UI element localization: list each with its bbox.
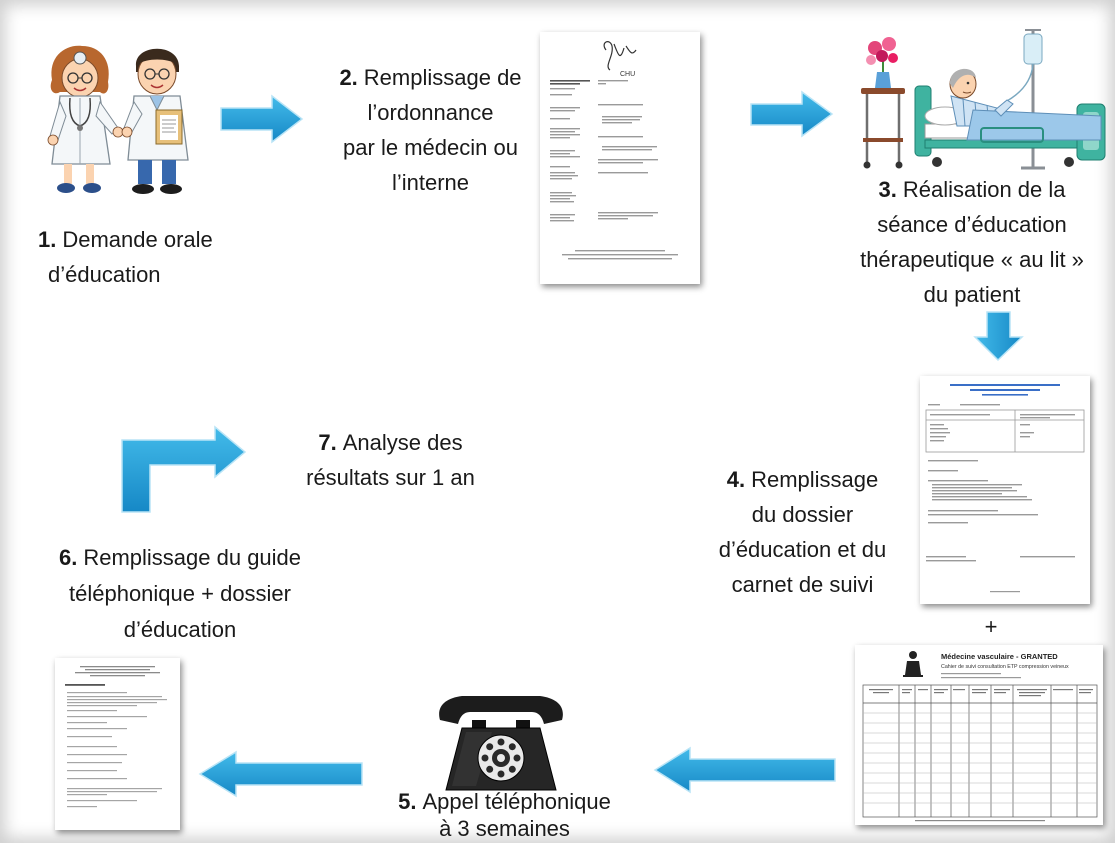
plus-sign: +	[984, 614, 998, 639]
arrow-left-step5-to-step6	[198, 750, 363, 798]
notebook-footer-line	[915, 820, 1045, 822]
male-doctor-figure	[121, 48, 189, 194]
step-3-label: 3.Réalisation de la séance d’éducation t…	[838, 172, 1106, 312]
step-number: 2.	[339, 65, 358, 90]
step-7-line-2: résultats sur 1 an	[306, 465, 475, 490]
step-4-line-4: carnet de suivi	[731, 572, 874, 597]
step-number: 6.	[58, 545, 78, 570]
step-6-line-3: d’éducation	[123, 617, 237, 642]
education-dossier-document	[920, 376, 1090, 604]
notebook-table-rows	[863, 712, 1097, 804]
notebook-subtitle: Cahier de suivi consultation ETP compres…	[941, 664, 1069, 670]
female-doctor-figure	[47, 45, 124, 193]
step-2-line-2: l’ordonnance	[367, 100, 494, 125]
follow-up-notebook-document: Médecine vasculaire - GRANTED Cahier de …	[855, 645, 1103, 825]
step-5-label: 5.Appel téléphonique à 3 semaines	[372, 788, 637, 842]
step-1-label: 1.Demande orale d’éducation	[38, 222, 268, 292]
step-5-line-2: à 3 semaines	[439, 816, 570, 841]
step-3-line-1: 3.Réalisation de la	[838, 172, 1106, 207]
step-6-label: 6.Remplissage du guide téléphonique + do…	[20, 540, 340, 648]
arrow-right-step2-to-step3	[750, 90, 834, 138]
dossier-table-frame	[925, 409, 1085, 453]
step-6-line-2: téléphonique + dossier	[69, 581, 291, 606]
step-6-line-1: 6.Remplissage du guide	[20, 540, 340, 576]
step-text: Remplissage du guide	[83, 545, 302, 570]
step-text: Analyse des	[342, 430, 463, 455]
step-3-line-4: du patient	[923, 282, 1021, 307]
step-2-label: 2.Remplissage de l’ordonnance par le méd…	[318, 60, 543, 200]
step-number: 7.	[318, 430, 337, 455]
step-number: 5.	[398, 789, 417, 814]
step-4-label: 4.Remplissage du dossier d’éducation et …	[690, 462, 915, 602]
step-text: Remplissage	[751, 467, 879, 492]
bedside-table	[861, 37, 905, 169]
rotary-dial-holes	[481, 738, 521, 778]
guide-header-lines	[75, 666, 160, 677]
step-4-line-3: d’éducation et du	[718, 537, 887, 562]
chu-logo: CHU	[603, 41, 637, 78]
step-7-line-1: 7.Analyse des	[283, 425, 498, 460]
step-1-line-2: d’éducation	[48, 262, 161, 287]
step-text: Remplissage de	[363, 65, 522, 90]
step-5-line-1: 5.Appel téléphonique	[372, 788, 637, 815]
step-3-line-2: séance d’éducation	[877, 212, 1067, 237]
step-4-line-2: du dossier	[751, 502, 854, 527]
notebook-table-header-lines	[869, 689, 1093, 697]
step-number: 4.	[726, 467, 746, 492]
step-4-line-1: 4.Remplissage	[690, 462, 915, 497]
arrow-left-step4-to-step5	[653, 746, 836, 794]
prescription-header-lines	[550, 80, 590, 85]
patient-figure	[924, 68, 1102, 141]
prescription-text-lines	[550, 80, 678, 260]
step-3-line-3: thérapeutique « au lit »	[860, 247, 1084, 272]
arrow-right-step1-to-step2	[220, 94, 304, 144]
prescription-document: CHU	[540, 32, 700, 284]
telephone-icon	[439, 696, 563, 791]
doctors-illustration	[47, 45, 189, 194]
notebook-table-grid	[862, 684, 1098, 818]
step-number: 1.	[38, 227, 57, 252]
step-2-line-4: l’interne	[391, 170, 470, 195]
phone-guide-document	[55, 658, 180, 830]
patient-in-bed-illustration	[861, 29, 1106, 170]
arrow-down-step3-to-step4	[973, 311, 1024, 362]
guide-text-lines	[67, 692, 167, 808]
elbow-arrow-step6-to-step7	[121, 425, 247, 513]
step-text: Réalisation de la	[902, 177, 1066, 202]
step-number: 3.	[878, 177, 897, 202]
notebook-logo-icon	[903, 651, 923, 677]
step-2-line-1: 2.Remplissage de	[318, 60, 543, 95]
step-1-line-1: 1.Demande orale	[38, 222, 268, 257]
dossier-title-lines	[950, 384, 1060, 396]
notebook-title: Médecine vasculaire - GRANTED	[941, 652, 1058, 661]
step-text: Appel téléphonique	[422, 789, 611, 814]
step-2-line-3: par le médecin ou	[343, 135, 518, 160]
step-7-label: 7.Analyse des résultats sur 1 an	[283, 425, 498, 495]
bed-side-rail	[980, 127, 1044, 143]
notebook-header-lines	[941, 673, 1021, 679]
guide-title-line	[65, 684, 105, 686]
dossier-text-lines	[926, 404, 1075, 593]
step-text: Demande orale	[62, 227, 213, 252]
logo-text: CHU	[620, 71, 635, 78]
